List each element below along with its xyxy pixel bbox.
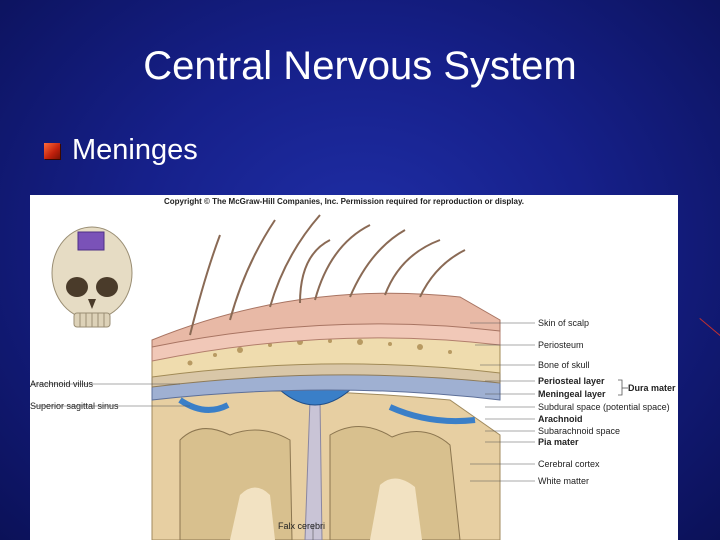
- meninges-figure: Copyright © The McGraw-Hill Companies, I…: [30, 195, 678, 540]
- copyright-notice: Copyright © The McGraw-Hill Companies, I…: [164, 197, 525, 206]
- label-subarachnoid: Subarachnoid space: [538, 426, 621, 436]
- label-arachnoid-villus: Arachnoid villus: [30, 379, 94, 389]
- label-periosteal-layer: Periosteal layer: [538, 376, 605, 386]
- label-subdural: Subdural space (potential space): [538, 402, 670, 412]
- label-skin: Skin of scalp: [538, 318, 590, 328]
- label-cerebral-cortex: Cerebral cortex: [538, 459, 600, 469]
- label-superior-sagittal-sinus: Superior sagittal sinus: [30, 401, 119, 411]
- label-bone: Bone of skull: [538, 360, 590, 370]
- label-falx-cerebri: Falx cerebri: [278, 521, 326, 531]
- meninges-illustration: [32, 214, 628, 540]
- decorative-line: [699, 318, 720, 339]
- label-pia-mater: Pia mater: [538, 437, 579, 447]
- slide-title: Central Nervous System: [143, 44, 577, 88]
- label-periosteum: Periosteum: [538, 340, 584, 350]
- bullet-text: Meninges: [72, 134, 198, 166]
- label-arachnoid: Arachnoid: [538, 414, 583, 424]
- label-meningeal-layer: Meningeal layer: [538, 389, 606, 399]
- label-white-matter: White matter: [538, 476, 590, 486]
- bullet-square-icon: [44, 142, 60, 159]
- skull-icon: [51, 226, 133, 328]
- label-dura-mater: Dura mater: [628, 383, 676, 393]
- bullet-item: Meninges: [44, 134, 198, 167]
